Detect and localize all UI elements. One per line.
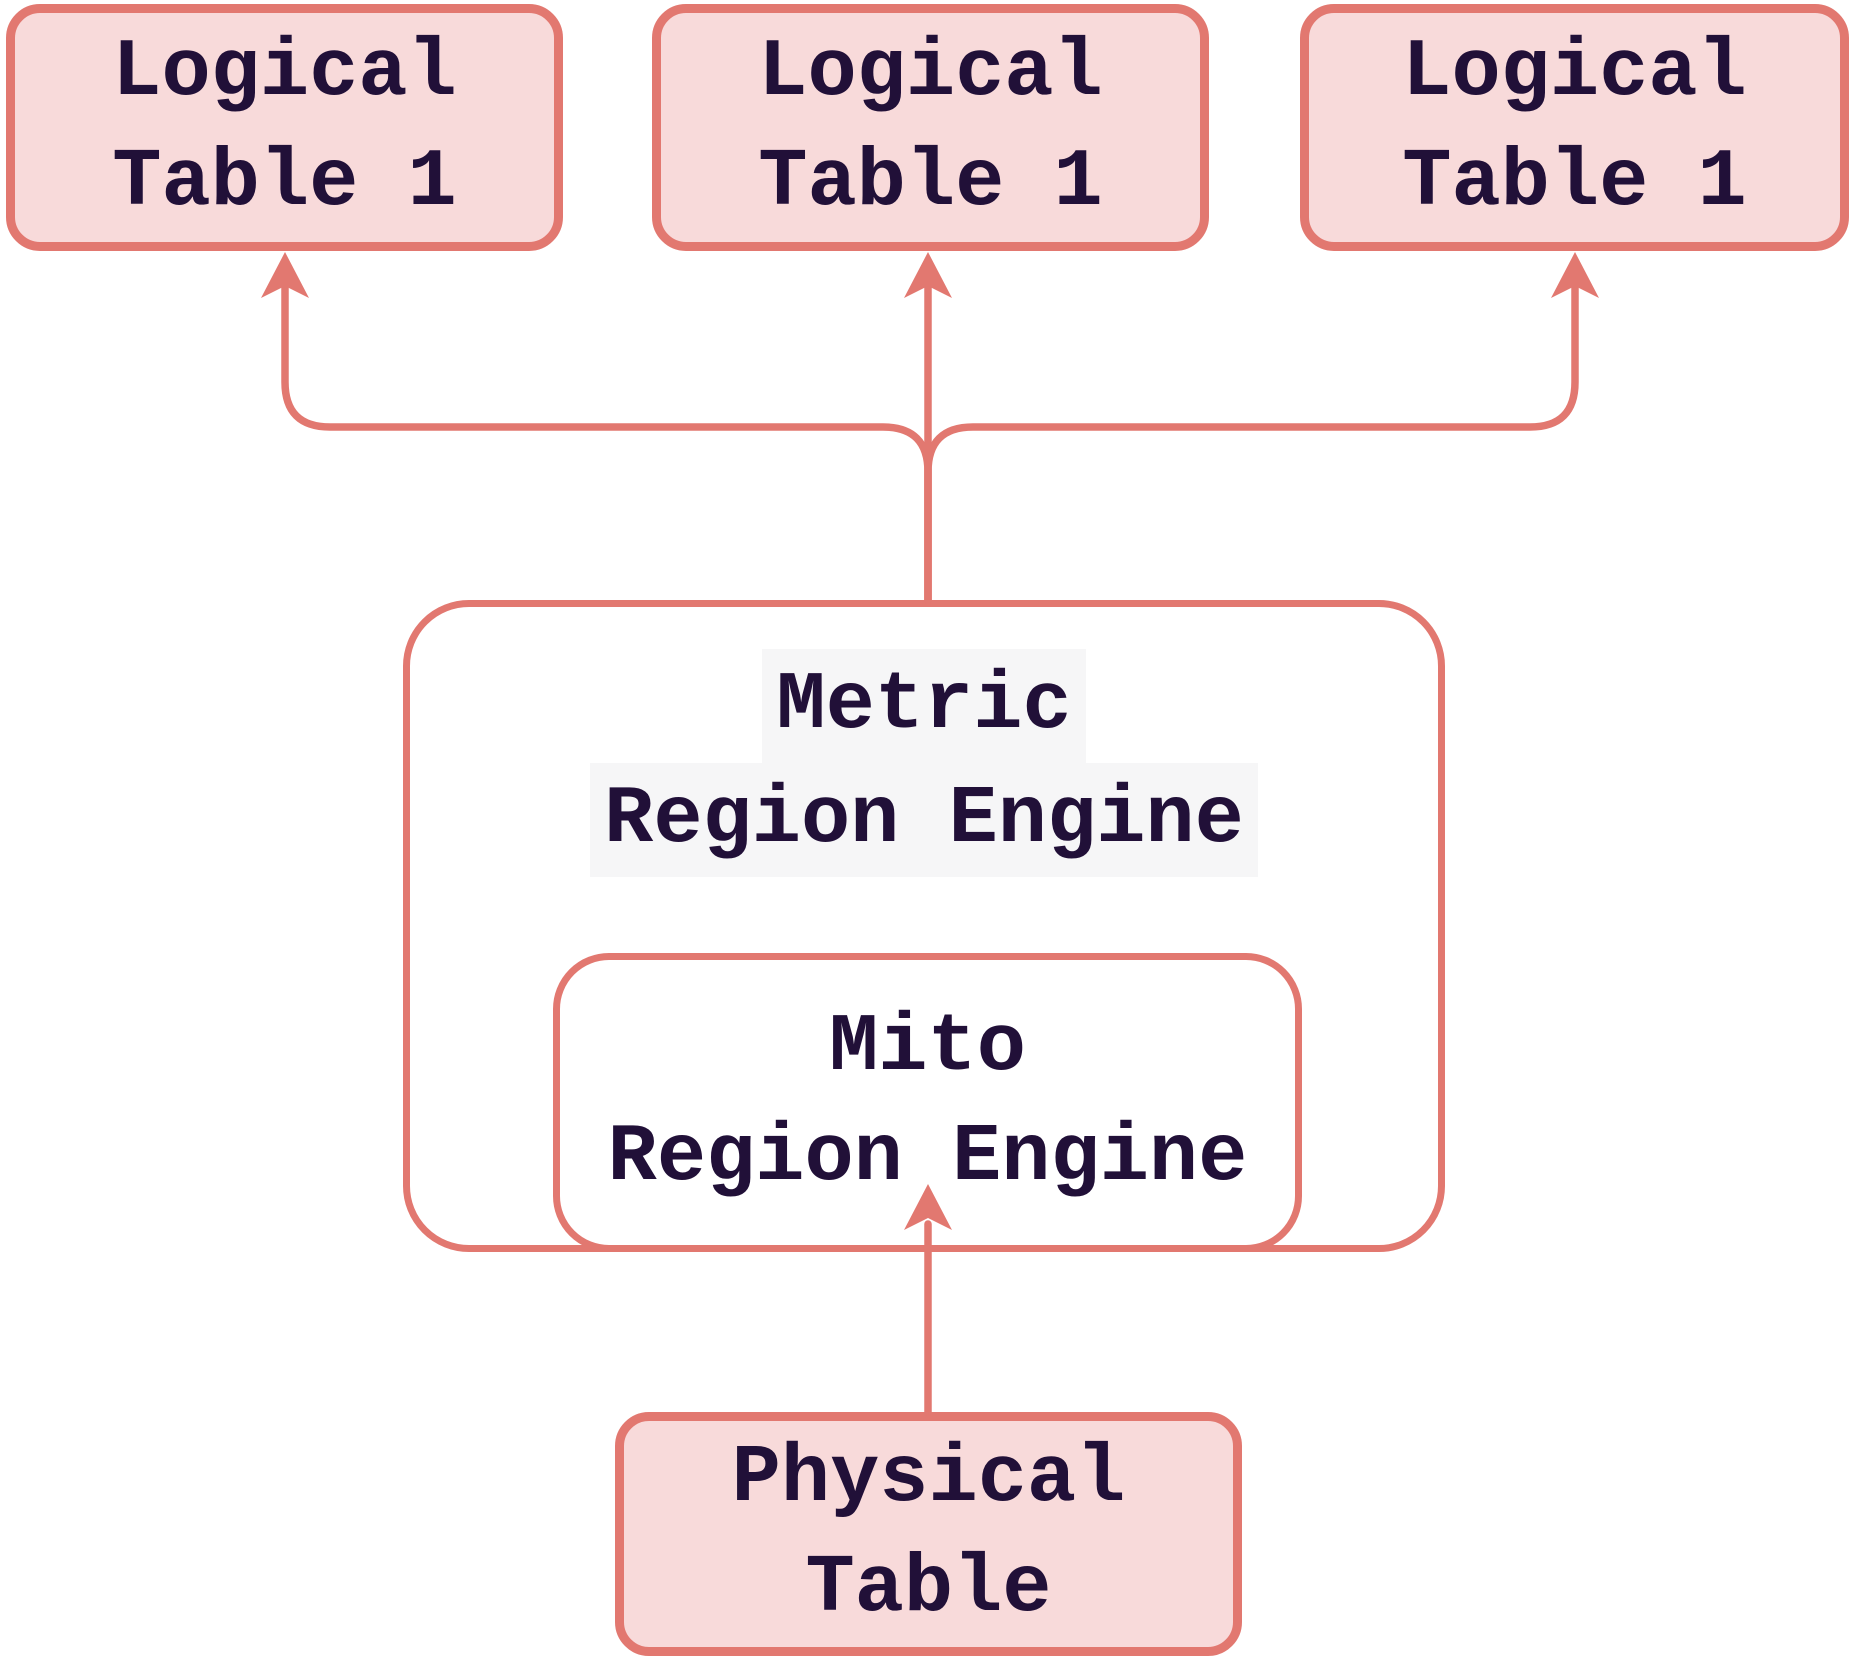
node-logical-table-2: Logical Table 1 <box>652 4 1209 251</box>
arrow-metric-to-left-table <box>281 262 932 604</box>
node-label-line: Table 1 <box>1402 135 1747 229</box>
arrowhead-middle <box>904 252 952 298</box>
node-label-line: Table 1 <box>758 135 1103 229</box>
node-label-line: Logical <box>758 25 1103 119</box>
arrowhead-left <box>261 252 309 298</box>
node-label-line: Metric <box>762 649 1086 763</box>
node-label-line: Physical <box>731 1432 1126 1525</box>
arrow-metric-to-right-table <box>924 262 1579 604</box>
arrowhead-right <box>1551 252 1599 298</box>
node-label-line: Table <box>805 1542 1052 1635</box>
node-logical-table-3: Logical Table 1 <box>1300 4 1849 251</box>
node-label-line: Region Engine <box>607 1110 1248 1204</box>
node-logical-table-1: Logical Table 1 <box>6 4 563 251</box>
node-label-line: Logical <box>1402 25 1747 119</box>
node-label-line: Region Engine <box>590 763 1258 877</box>
node-physical-table: Physical Table <box>615 1412 1242 1656</box>
node-metric-region-engine: Metric Region Engine Mito Region Engine <box>403 600 1445 1252</box>
node-label-line: Logical <box>112 25 457 119</box>
node-label-line: Table 1 <box>112 135 457 229</box>
node-mito-region-engine: Mito Region Engine <box>553 953 1302 1252</box>
node-label-line: Mito <box>829 1000 1026 1094</box>
